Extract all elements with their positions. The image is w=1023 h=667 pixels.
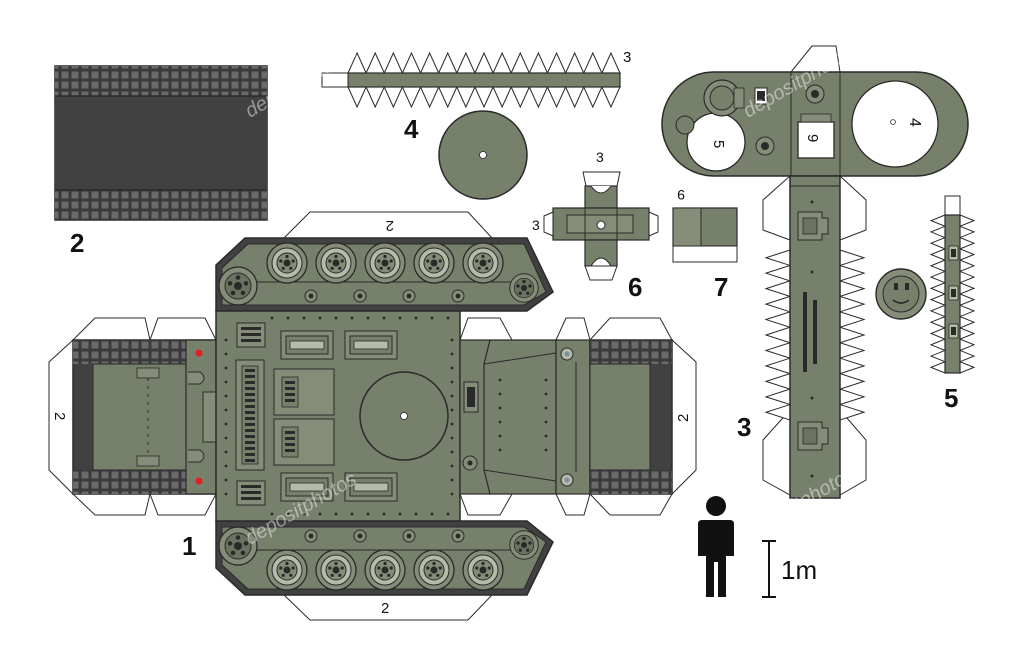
flap-label-2-bottom: 2 — [381, 600, 389, 617]
part-5-strip — [929, 195, 976, 374]
part-5-disc — [875, 268, 927, 320]
flap-label-4-turret: 4 — [906, 118, 923, 127]
part-4-barrel-strip — [321, 51, 621, 109]
label-part-3: 3 — [737, 412, 751, 442]
flap-label-3-left: 3 — [532, 217, 540, 233]
part-7-box — [672, 207, 738, 263]
label-part-2: 2 — [70, 228, 84, 258]
flap-label-5-turret: 5 — [710, 140, 727, 148]
flap-label-9-part7: 9 — [677, 187, 685, 203]
label-part-4: 4 — [404, 114, 419, 144]
part-6-cross-net — [543, 171, 659, 281]
part-4-disc — [438, 110, 528, 200]
part-2-track-piece — [54, 65, 268, 221]
flap-label-2-left: 2 — [51, 412, 68, 420]
flap-label-3-top: 3 — [596, 149, 604, 165]
flap-label-2-right: 2 — [675, 414, 692, 422]
label-part-5: 5 — [944, 383, 958, 413]
label-part-7: 7 — [714, 272, 728, 302]
person-scale-icon — [698, 496, 734, 597]
label-part-1: 1 — [182, 531, 196, 561]
part-3-turret — [661, 45, 969, 499]
scale-bar — [762, 540, 776, 598]
part-1-hull-net — [48, 211, 697, 621]
scale-label: 1m — [781, 555, 817, 585]
flap-label-3-barrel: 3 — [623, 49, 631, 66]
label-part-6: 6 — [628, 272, 642, 302]
flap-label-2-top: 2 — [386, 217, 394, 234]
flap-label-9-turret: 9 — [804, 134, 821, 142]
